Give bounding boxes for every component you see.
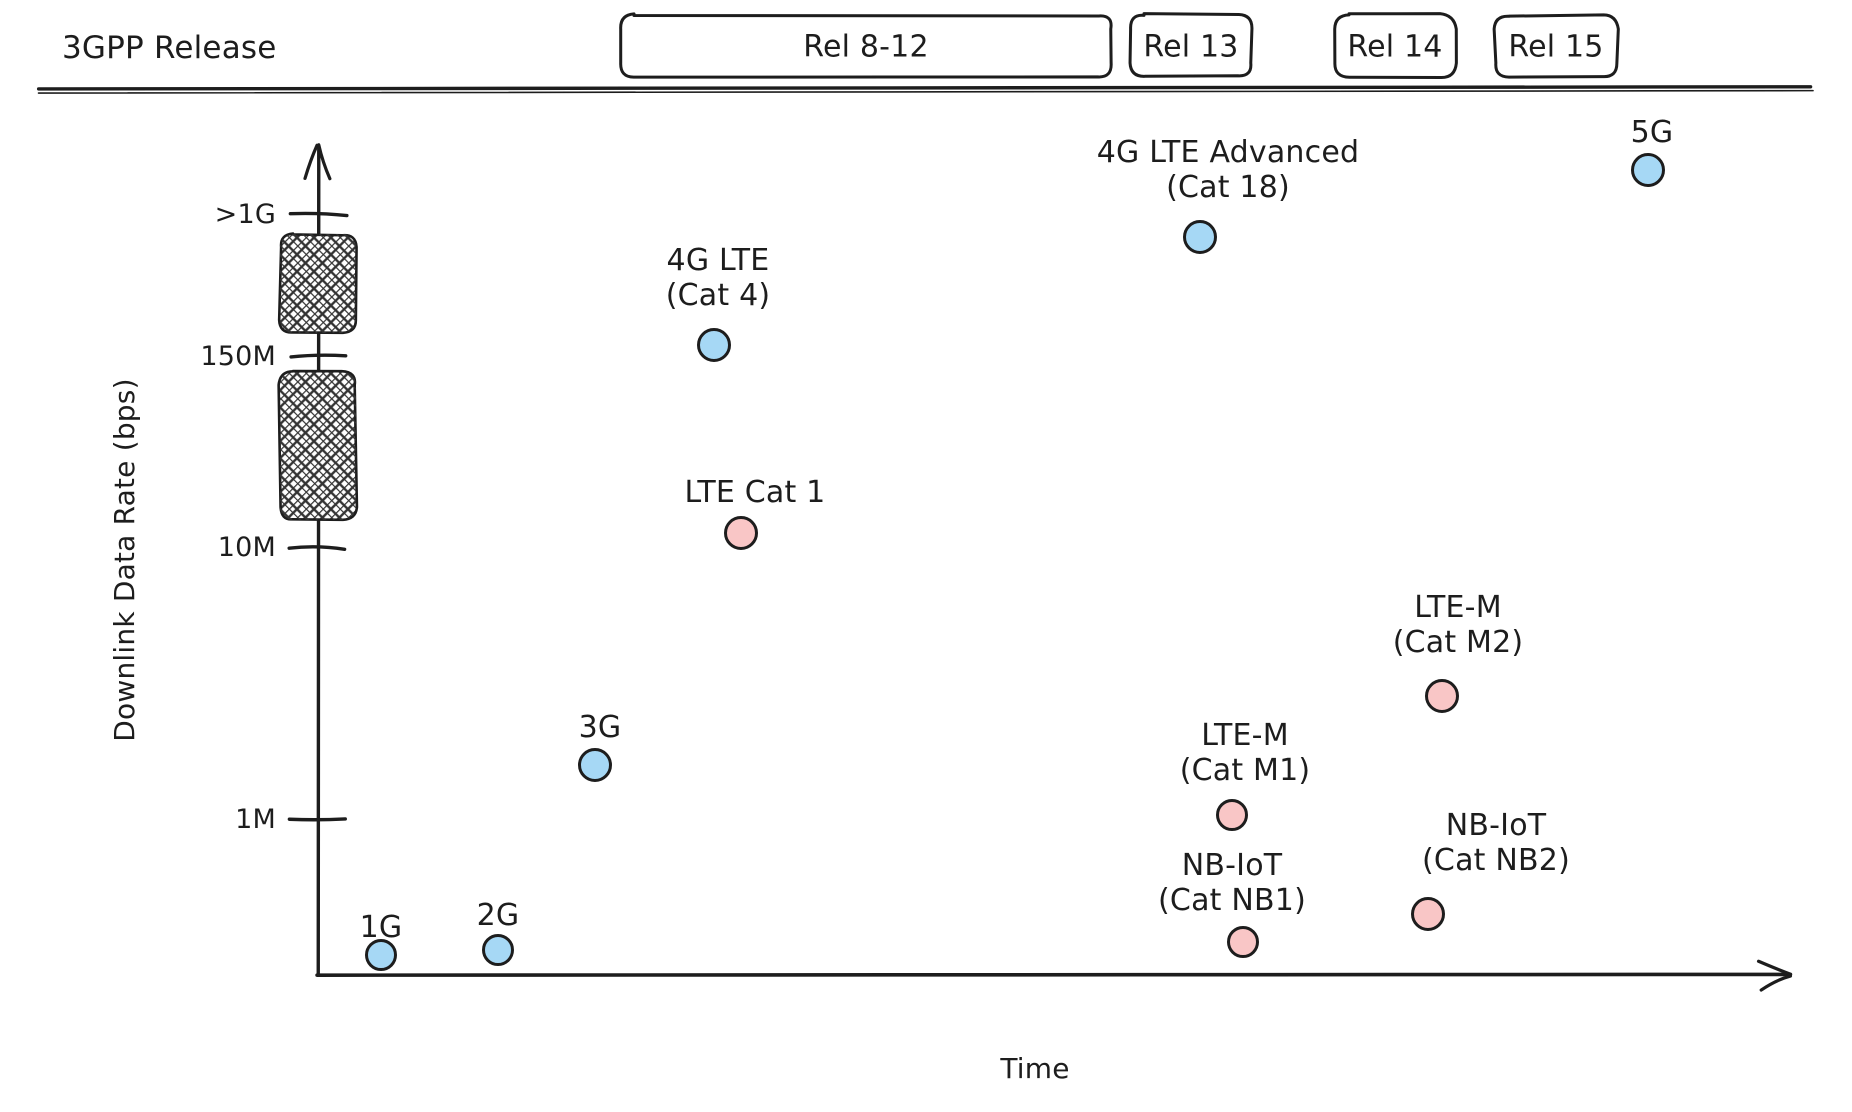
data-point-label-lte-m-cat-m2: LTE-M(Cat M2) bbox=[1393, 590, 1524, 661]
data-point-lte-m-cat-m1[interactable] bbox=[1216, 799, 1248, 831]
data-point-label-1g: 1G bbox=[360, 910, 403, 945]
data-point-label-3g: 3G bbox=[579, 710, 622, 745]
axis-break-marker bbox=[277, 232, 358, 335]
label-line: NB-IoT bbox=[1181, 848, 1283, 883]
data-point-label-lte-m-cat-m1: LTE-M(Cat M1) bbox=[1180, 718, 1311, 789]
release-chip-rel-8-12[interactable]: Rel 8-12 bbox=[803, 29, 929, 65]
y-tick-label: 10M bbox=[217, 532, 276, 564]
data-point-1g[interactable] bbox=[365, 939, 397, 971]
label-line: (Cat NB2) bbox=[1422, 843, 1570, 879]
label-line: (Cat 18) bbox=[1166, 170, 1290, 206]
header-group bbox=[36, 12, 1814, 94]
axis-break-marker bbox=[277, 369, 359, 522]
label-line: 4G LTE Advanced bbox=[1096, 135, 1360, 170]
header-title: 3GPP Release bbox=[62, 30, 277, 66]
y-tick-label: 1M bbox=[235, 804, 276, 836]
data-point-label-nb-iot-cat-nb2: NB-IoT(Cat NB2) bbox=[1422, 808, 1570, 879]
data-point-4g-lte-cat-4[interactable] bbox=[697, 328, 731, 362]
data-point-label-2g: 2G bbox=[477, 898, 520, 933]
data-point-lte-cat-1[interactable] bbox=[724, 516, 758, 550]
data-point-lte-m-cat-m2[interactable] bbox=[1425, 679, 1459, 713]
y-tick-label: 150M bbox=[200, 341, 276, 373]
data-point-5g[interactable] bbox=[1631, 153, 1665, 187]
data-point-label-5g: 5G bbox=[1631, 115, 1674, 150]
y-axis-title: Downlink Data Rate (bps) bbox=[108, 378, 141, 742]
data-point-4g-lte-advanced-cat-18[interactable] bbox=[1183, 220, 1217, 254]
x-axis-title: Time bbox=[1000, 1052, 1070, 1085]
data-point-label-4g-lte-cat-4: 4G LTE(Cat 4) bbox=[666, 243, 771, 314]
label-line: (Cat M1) bbox=[1179, 753, 1311, 789]
release-chip-rel-14[interactable]: Rel 14 bbox=[1347, 29, 1443, 65]
label-line: LTE-M bbox=[1414, 590, 1502, 625]
release-chip-rel-13[interactable]: Rel 13 bbox=[1143, 29, 1239, 65]
label-line: (Cat 4) bbox=[665, 278, 771, 314]
y-tick-label: >1G bbox=[214, 199, 276, 231]
data-point-label-lte-cat-1: LTE Cat 1 bbox=[685, 475, 826, 510]
label-line: (Cat NB1) bbox=[1158, 883, 1306, 919]
release-chip-rel-15[interactable]: Rel 15 bbox=[1508, 29, 1604, 65]
label-line: 2G bbox=[476, 898, 520, 933]
data-point-3g[interactable] bbox=[578, 748, 612, 782]
label-line: LTE Cat 1 bbox=[684, 475, 826, 510]
label-line: NB-IoT bbox=[1445, 808, 1547, 843]
data-point-nb-iot-cat-nb1[interactable] bbox=[1227, 926, 1259, 958]
data-point-label-nb-iot-cat-nb1: NB-IoT(Cat NB1) bbox=[1158, 848, 1306, 919]
label-line: 5G bbox=[1630, 115, 1674, 150]
label-line: 4G LTE bbox=[666, 243, 770, 278]
data-point-2g[interactable] bbox=[482, 934, 514, 966]
label-line: 3G bbox=[578, 710, 622, 745]
axis-break-group bbox=[277, 232, 359, 522]
data-point-nb-iot-cat-nb2[interactable] bbox=[1411, 897, 1445, 931]
data-point-label-4g-lte-advanced-cat-18: 4G LTE Advanced(Cat 18) bbox=[1097, 135, 1359, 206]
label-line: (Cat M2) bbox=[1392, 625, 1524, 661]
label-line: 1G bbox=[359, 910, 403, 945]
label-line: LTE-M bbox=[1201, 718, 1289, 753]
